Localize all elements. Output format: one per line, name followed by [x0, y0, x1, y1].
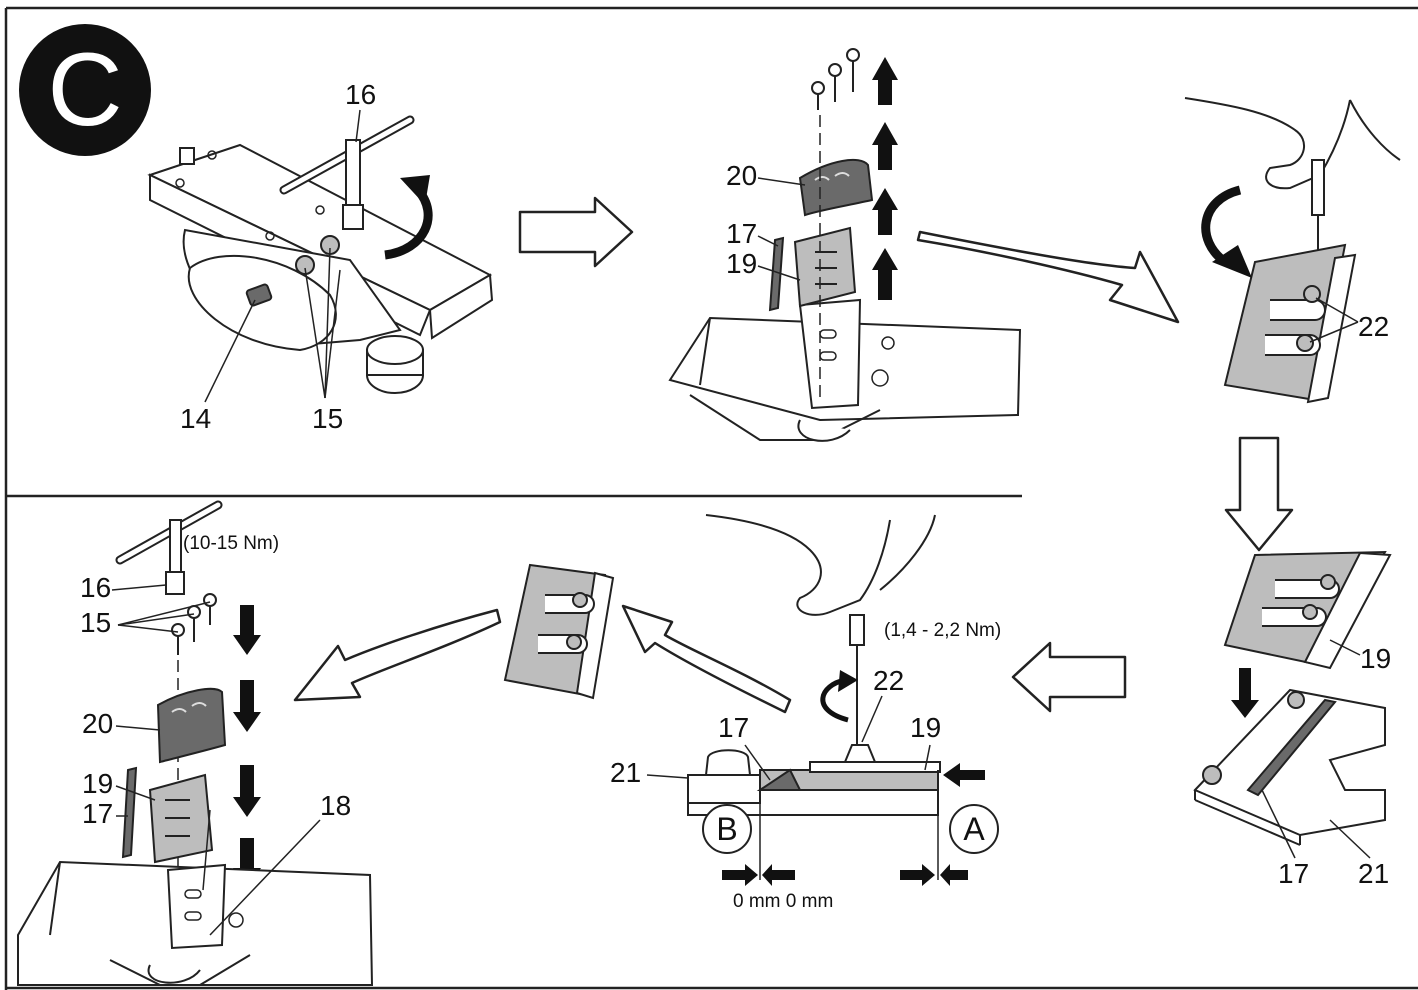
label-carrier: 19 [726, 248, 757, 279]
step5-illustration [687, 514, 999, 886]
arrow-step3-to-step4 [1224, 436, 1294, 552]
label-seat: 18 [320, 790, 351, 821]
label-carrier: 19 [910, 712, 941, 743]
step7-callouts: (10-15 Nm) 16 15 20 19 17 18 [80, 533, 351, 936]
arrow-step1-to-step2 [518, 196, 634, 268]
label-clamp: 20 [82, 708, 113, 739]
label-screw: 22 [873, 665, 904, 696]
arrow-step5-to-step6 [621, 604, 792, 714]
panel-letter: C [47, 32, 122, 148]
step2-callouts: 20 17 19 [726, 160, 806, 281]
label-blade: 17 [718, 712, 749, 743]
label-blade: 17 [82, 798, 113, 829]
panel-frame [4, 6, 1418, 990]
step1-planer-illustration [147, 115, 494, 394]
offset-values: 0 mm 0 mm [733, 891, 833, 912]
label-wrench: 16 [80, 572, 111, 603]
step2-up-arrows [872, 57, 898, 300]
label-wrench: 16 [345, 79, 376, 110]
label-gauge: 21 [610, 757, 641, 788]
step7-down-arrows [233, 605, 261, 888]
panel-badge: C [19, 24, 151, 156]
step5-callouts: (1,4 - 2,2 Nm) 22 17 19 21 B A 0 mm 0 mm [610, 620, 1001, 912]
arrow-step4-to-step5 [1011, 641, 1127, 713]
arrow-step6-to-step7 [293, 608, 502, 702]
label-bolts: 15 [312, 403, 343, 434]
step1-callouts: 16 14 15 [180, 79, 376, 434]
label-blade: 17 [726, 218, 757, 249]
label-bolts: 15 [80, 607, 111, 638]
label-screws: 22 [1358, 311, 1389, 342]
step3-illustration [1184, 97, 1401, 404]
step4-callouts: 19 17 21 [1261, 639, 1391, 889]
label-knob: 14 [180, 403, 211, 434]
step6-illustration [503, 563, 615, 700]
label-gauge: 21 [1358, 858, 1389, 889]
point-b-label: B [716, 811, 737, 847]
step4-illustration [1193, 550, 1392, 846]
label-clamp: 20 [726, 160, 757, 191]
label-carrier: 19 [82, 768, 113, 799]
arrow-step2-to-step3 [916, 230, 1180, 324]
step3-callouts: 22 [1309, 297, 1389, 343]
step2-illustration [668, 48, 1022, 442]
torque-setting-screws: (1,4 - 2,2 Nm) [884, 620, 1001, 641]
torque-setting-bolts: (10-15 Nm) [183, 533, 279, 554]
label-carrier: 19 [1360, 643, 1391, 674]
label-blade: 17 [1278, 858, 1309, 889]
point-a-label: A [963, 811, 985, 847]
step7-illustration [17, 500, 374, 986]
